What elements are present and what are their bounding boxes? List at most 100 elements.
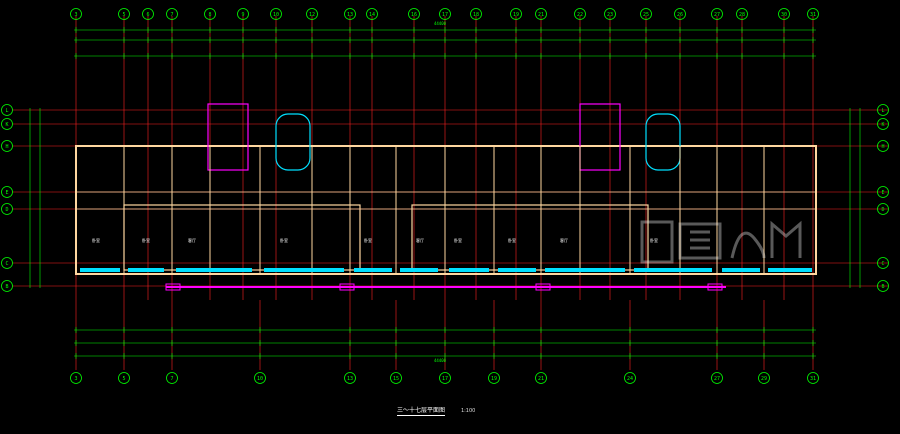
balcony-edge — [166, 286, 726, 288]
top-axis-27-circle — [711, 8, 723, 20]
bottom-axis-21-label: 21 — [538, 376, 544, 382]
top-axis-5-circle — [118, 8, 130, 20]
top-axis-25-circle — [640, 8, 652, 20]
drawing-scale: 1:100 — [460, 408, 476, 414]
building-outline: 卧室卧室客厅卧室卧室客厅卧室卧室客厅卧室 — [75, 103, 817, 291]
bottom-axis-27-label: 27 — [714, 376, 720, 382]
top-axis-6-circle — [142, 8, 154, 20]
room-label: 卧室 — [142, 237, 150, 243]
left-axis-B-circle — [1, 280, 13, 292]
unit-wall-right — [411, 204, 649, 271]
bottom-axis-31-label: 31 — [810, 376, 816, 382]
top-axis-16-circle — [408, 8, 420, 20]
left-axis-L-label: L — [5, 108, 8, 114]
stair-left — [275, 113, 311, 171]
elevator-core-left — [207, 103, 249, 171]
right-axis-D-circle — [877, 203, 889, 215]
window — [722, 268, 760, 272]
room-label: 卧室 — [508, 237, 516, 243]
window — [80, 268, 120, 272]
window — [545, 268, 625, 272]
top-axis-26-circle — [674, 8, 686, 20]
top-axis-14-label: 14 — [369, 12, 375, 18]
window — [498, 268, 536, 272]
window — [634, 268, 712, 272]
top-axis-7-label: 7 — [170, 12, 173, 18]
window — [176, 268, 252, 272]
bottom-axis-15-label: 15 — [393, 376, 399, 382]
window — [400, 268, 438, 272]
top-axis-9-circle — [237, 8, 249, 20]
room-label: 卧室 — [454, 237, 462, 243]
bottom-axis-17-label: 17 — [442, 376, 448, 382]
left-axis-K-circle — [1, 118, 13, 130]
bottom-axis-5-label: 5 — [122, 376, 125, 382]
overall-dimension-top: 44400 — [434, 21, 447, 26]
right-axis-C-circle — [877, 257, 889, 269]
top-axis-5-label: 5 — [122, 12, 125, 18]
room-label: 客厅 — [560, 237, 568, 243]
elevator-core-right — [579, 103, 621, 171]
top-axis-31-circle — [807, 8, 819, 20]
top-axis-17-label: 17 — [442, 12, 448, 18]
bottom-axis-3-circle — [70, 372, 82, 384]
right-axis-E-circle — [877, 186, 889, 198]
window — [449, 268, 489, 272]
top-axis-3-label: 3 — [74, 12, 77, 18]
top-axis-17-circle — [439, 8, 451, 20]
top-axis-13-label: 13 — [347, 12, 353, 18]
bottom-axis-29-circle — [758, 372, 770, 384]
bottom-axis-17-circle — [439, 372, 451, 384]
window — [768, 268, 812, 272]
drawing-title: 三～十七层平面图 — [397, 407, 446, 416]
axis-grid-lines — [12, 16, 888, 370]
top-axis-28-circle — [736, 8, 748, 20]
right-axis-B-label: B — [881, 284, 884, 290]
right-axis-H-circle — [877, 140, 889, 152]
bottom-axis-3-label: 3 — [74, 376, 77, 382]
top-axis-21-label: 21 — [538, 12, 544, 18]
left-axis-H-label: H — [5, 144, 8, 150]
top-axis-30-label: 30 — [781, 12, 787, 18]
top-axis-31-label: 31 — [810, 12, 816, 18]
top-axis-30-circle — [778, 8, 790, 20]
bottom-axis-19-label: 19 — [491, 376, 497, 382]
right-axis-H-label: H — [881, 144, 884, 150]
top-axis-7-circle — [166, 8, 178, 20]
top-axis-26-label: 26 — [677, 12, 683, 18]
left-axis-E-circle — [1, 186, 13, 198]
top-axis-19-circle — [510, 8, 522, 20]
top-axis-28-label: 28 — [739, 12, 745, 18]
window — [354, 268, 392, 272]
left-axis-K-label: K — [5, 122, 8, 128]
top-axis-8-circle — [204, 8, 216, 20]
top-axis-21-circle — [535, 8, 547, 20]
bottom-axis-27-circle — [711, 372, 723, 384]
left-axis-C-label: C — [5, 261, 8, 267]
window — [264, 268, 344, 272]
right-axis-E-label: E — [881, 190, 884, 196]
top-axis-9-label: 9 — [241, 12, 244, 18]
left-axis-B-label: B — [5, 284, 8, 290]
top-axis-22-circle — [574, 8, 586, 20]
room-label: 客厅 — [188, 237, 196, 243]
right-axis-B-circle — [877, 280, 889, 292]
top-axis-19-label: 19 — [513, 12, 519, 18]
bottom-axis-19-circle — [488, 372, 500, 384]
bottom-axis-31-circle — [807, 372, 819, 384]
house-logo-icon — [640, 220, 802, 264]
room-label: 卧室 — [364, 237, 372, 243]
bottom-axis-7-label: 7 — [170, 376, 173, 382]
dimension-lines — [29, 27, 861, 359]
top-axis-18-label: 18 — [473, 12, 479, 18]
top-axis-22-label: 22 — [577, 12, 583, 18]
bottom-axis-29-label: 29 — [761, 376, 767, 382]
top-axis-23-label: 23 — [607, 12, 613, 18]
bottom-axis-5-circle — [118, 372, 130, 384]
top-axis-14-circle — [366, 8, 378, 20]
left-axis-D-label: D — [5, 207, 8, 213]
